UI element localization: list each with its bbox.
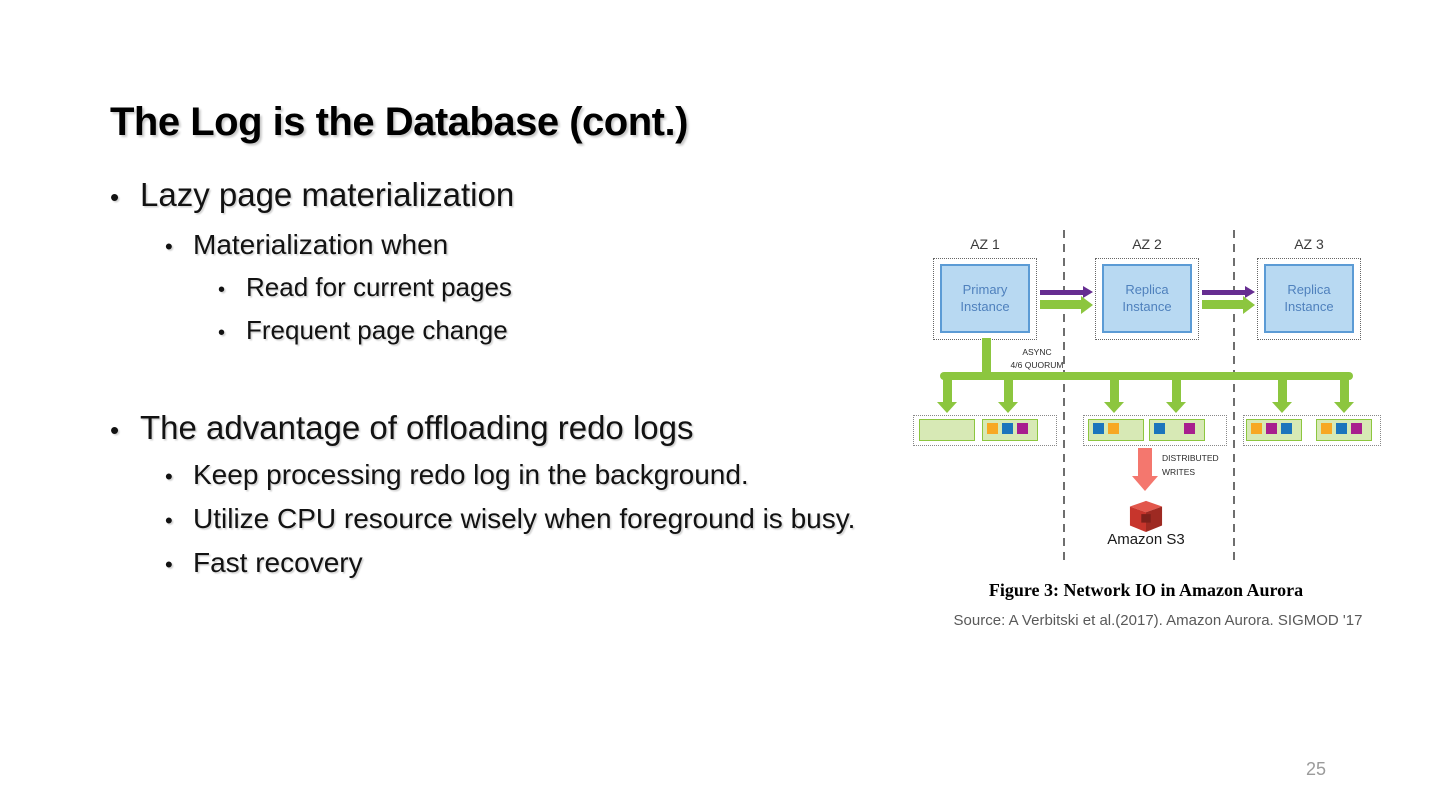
bullet-text: The advantage of offloading redo logs [140, 409, 694, 446]
az-separator-line [1063, 230, 1065, 560]
bullet-marker: • [110, 182, 120, 212]
az2-label: AZ 2 [1132, 236, 1162, 252]
instance-box-replica-az3: Replica Instance [1257, 258, 1361, 340]
storage-square-blue [1281, 423, 1292, 434]
storage-segment [1088, 419, 1144, 441]
distributed-writes-arrow [1132, 448, 1158, 491]
bullet-line: • Keep processing redo log in the backgr… [165, 459, 749, 491]
instance-label: Replica Instance [1264, 264, 1354, 333]
storage-square-orange [1321, 423, 1332, 434]
instance-label: Replica Instance [1102, 264, 1192, 333]
storage-fanout-stem [982, 338, 991, 376]
bullet-marker: • [110, 415, 120, 445]
storage-segment [919, 419, 975, 441]
bullet-text: Fast recovery [193, 547, 363, 578]
bullet-marker: • [165, 552, 173, 577]
replication-arrow-purple-1 [1040, 286, 1093, 298]
bullet-line: • Utilize CPU resource wisely when foreg… [165, 503, 855, 535]
async-quorum-line2: 4/6 QUORUM [1010, 360, 1064, 371]
bullet-text: Keep processing redo log in the backgrou… [193, 459, 749, 490]
bullet-line: • The advantage of offloading redo logs [110, 409, 693, 447]
storage-segment [1149, 419, 1205, 441]
instance-box-replica-az2: Replica Instance [1095, 258, 1199, 340]
bullet-line: • Frequent page change [218, 315, 508, 346]
storage-group-az3 [1243, 415, 1381, 446]
replication-arrow-purple-2 [1202, 286, 1255, 298]
storage-square-blue [1093, 423, 1104, 434]
instance-box-primary: Primary Instance [933, 258, 1037, 340]
storage-square-blue [1154, 423, 1165, 434]
bullet-line: • Lazy page materialization [110, 176, 514, 214]
bullet-text: Utilize CPU resource wisely when foregro… [193, 503, 856, 534]
storage-drop-arrow [937, 378, 957, 413]
log-arrow-green-1 [1040, 295, 1093, 314]
storage-square-orange [1251, 423, 1262, 434]
aurora-network-figure: AZ 1 AZ 2 AZ 3 Primary Instance Replica … [890, 228, 1390, 643]
storage-square-blue [1002, 423, 1013, 434]
storage-square-magenta [1351, 423, 1362, 434]
s3-icon [1129, 500, 1163, 533]
async-quorum-line1: ASYNC [1022, 347, 1052, 357]
bullet-marker: • [218, 322, 226, 344]
storage-drop-arrow [998, 378, 1018, 413]
log-arrow-green-2 [1202, 295, 1255, 314]
storage-square-magenta [1017, 423, 1028, 434]
storage-segment [982, 419, 1038, 441]
bullet-text: Read for current pages [246, 272, 512, 302]
async-quorum-label: ASYNC 4/6 QUORUM [1002, 346, 1072, 372]
bullet-marker: • [165, 508, 173, 533]
storage-square-orange [987, 423, 998, 434]
storage-square-orange [1108, 423, 1119, 434]
distributed-writes-line2: WRITES [1162, 466, 1196, 477]
bullet-text: Frequent page change [246, 315, 508, 345]
bullet-line: • Read for current pages [218, 272, 512, 303]
figure-caption: Figure 3: Network IO in Amazon Aurora [988, 580, 1304, 600]
az-separator-line [1233, 230, 1235, 560]
s3-label: Amazon S3 [1107, 531, 1185, 548]
distributed-writes-label: DISTRIBUTED WRITES [1162, 452, 1219, 479]
storage-drop-arrow [1166, 378, 1186, 413]
figure-source: Source: A Verbitski et al.(2017). Amazon… [953, 612, 1363, 629]
bullet-line: • Fast recovery [165, 547, 363, 579]
storage-drop-arrow [1272, 378, 1292, 413]
storage-square-blue [1336, 423, 1347, 434]
bullet-line: • Materialization when [165, 229, 448, 261]
storage-group-az2 [1083, 415, 1227, 446]
bullet-marker: • [165, 464, 173, 489]
storage-group-az1 [913, 415, 1057, 446]
page-title: The Log is the Database (cont.) [110, 100, 688, 144]
instance-label: Primary Instance [940, 264, 1030, 333]
az3-label: AZ 3 [1294, 236, 1324, 252]
az1-label: AZ 1 [970, 236, 1000, 252]
bullet-marker: • [165, 234, 173, 259]
storage-square-magenta [1266, 423, 1277, 434]
storage-segment [1316, 419, 1372, 441]
distributed-writes-line1: DISTRIBUTED [1162, 453, 1219, 463]
bullet-text: Lazy page materialization [140, 176, 515, 213]
storage-drop-arrow [1334, 378, 1354, 413]
bullet-text: Materialization when [193, 229, 449, 260]
storage-square-magenta [1184, 423, 1195, 434]
bullet-marker: • [218, 279, 226, 301]
page-number: 25 [1306, 759, 1327, 779]
storage-segment [1246, 419, 1302, 441]
storage-drop-arrow [1104, 378, 1124, 413]
storage-fanout-bar [940, 372, 1353, 380]
